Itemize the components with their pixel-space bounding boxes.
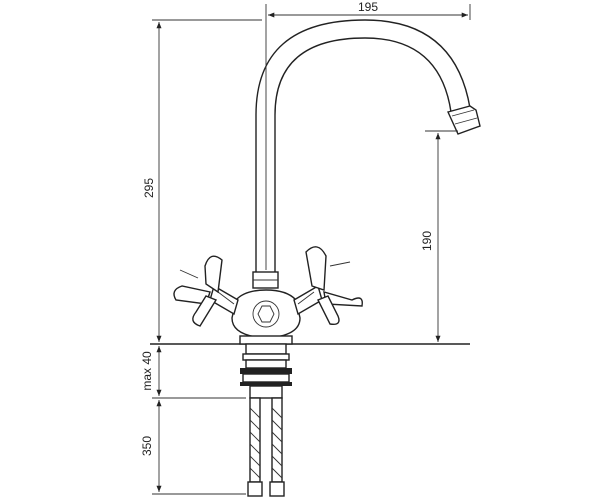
dimension-label-190: 190 xyxy=(420,231,434,251)
left-cross-handle xyxy=(173,255,239,327)
spout xyxy=(255,19,481,272)
dimension-label-max40: max 40 xyxy=(140,351,154,391)
dimension-label-295: 295 xyxy=(142,178,156,198)
dimension-label-195: 195 xyxy=(358,0,378,14)
dimension-label-350: 350 xyxy=(140,436,154,456)
mounting-assembly xyxy=(240,343,292,399)
supply-hoses xyxy=(247,397,285,497)
dimension-spout-height: 190 xyxy=(420,130,458,342)
dimension-mount-thickness: max 40 xyxy=(140,346,246,399)
spout-collar xyxy=(252,271,279,289)
dimension-hose-length: 350 xyxy=(140,400,246,495)
faucet-body xyxy=(231,289,301,345)
right-cross-handle xyxy=(293,246,363,326)
dimension-total-height: 295 xyxy=(142,19,262,342)
dimension-spout-reach: 195 xyxy=(265,0,471,270)
